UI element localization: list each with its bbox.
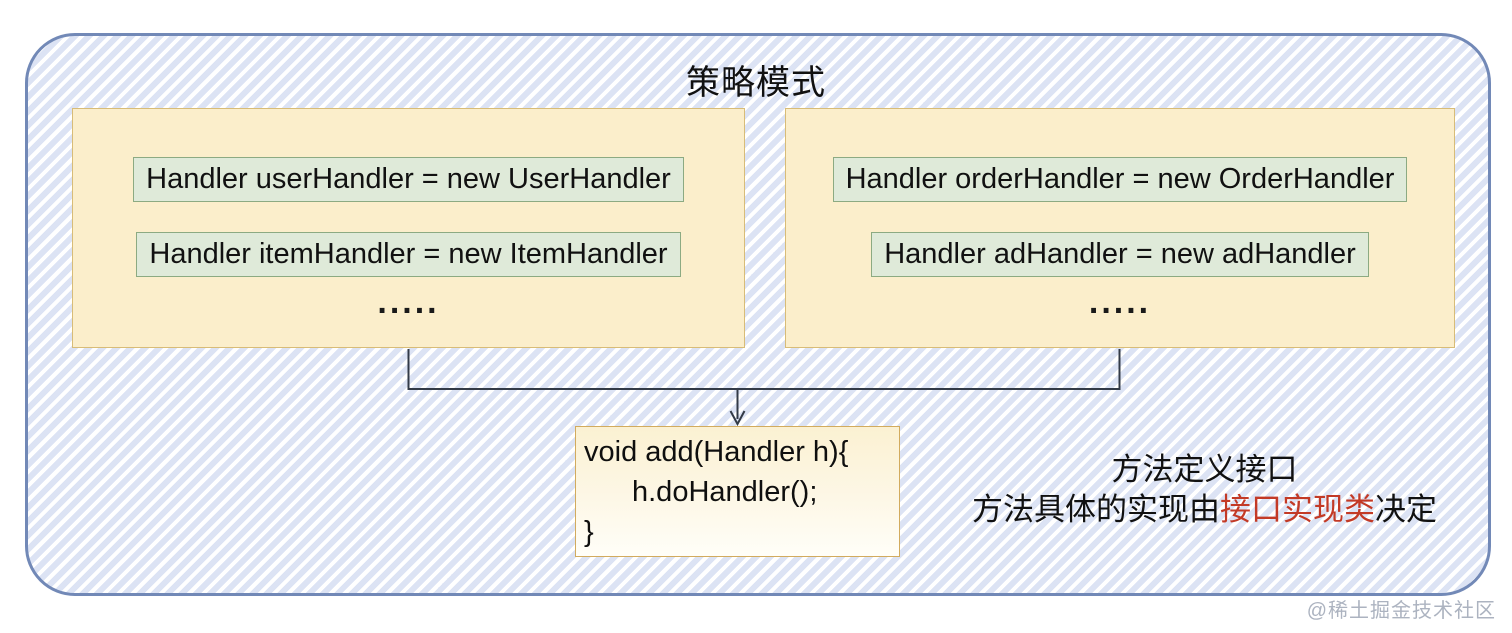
code-statement-row: Handler userHandler = new UserHandler [133, 157, 684, 202]
dispatch-code-box: void add(Handler h){ h.doHandler(); } [575, 426, 900, 557]
code-line: } [584, 516, 594, 548]
handlers-panel-left: Handler userHandler = new UserHandler Ha… [72, 108, 745, 348]
code-statement-row: Handler itemHandler = new ItemHandler [136, 232, 681, 277]
code-statement-row: Handler orderHandler = new OrderHandler [832, 157, 1408, 202]
annotation-highlight-red-text: 接口实现类 [1220, 492, 1375, 527]
code-line: void add(Handler h){ [584, 436, 849, 468]
handlers-panel-right: Handler orderHandler = new OrderHandler … [785, 108, 1455, 348]
annotation-line2-suffix: 决定 [1375, 492, 1437, 527]
watermark: @稀土掘金技术社区 [1306, 600, 1496, 622]
code-statement-row: Handler adHandler = new adHandler [871, 232, 1369, 277]
annotation-text: 方法定义接口 方法具体的实现由接口实现类决定 [942, 450, 1467, 530]
code-line: h.doHandler(); [632, 476, 818, 508]
annotation-line1: 方法定义接口 [1111, 452, 1298, 487]
annotation-line2: 方法具体的实现由接口实现类决定 [942, 490, 1467, 530]
ellipsis-label: ..... [377, 283, 440, 321]
annotation-line2-prefix: 方法具体的实现由 [972, 492, 1220, 527]
ellipsis-label: ..... [1088, 283, 1152, 321]
diagram-title: 策略模式 [686, 64, 826, 102]
